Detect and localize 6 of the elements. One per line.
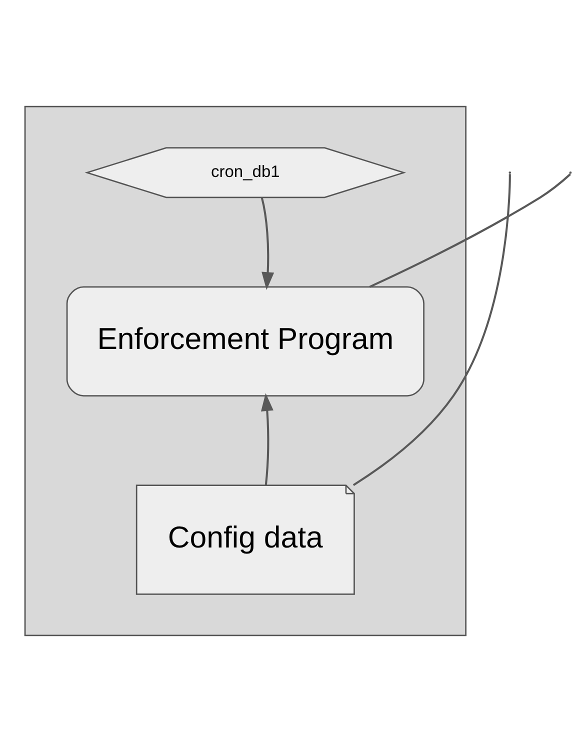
connector — [369, 173, 571, 288]
connector — [352, 174, 511, 486]
node-box: Enforcement Program — [66, 286, 424, 396]
arrow — [260, 197, 274, 290]
arrow — [260, 393, 274, 486]
cluster — [24, 106, 466, 636]
